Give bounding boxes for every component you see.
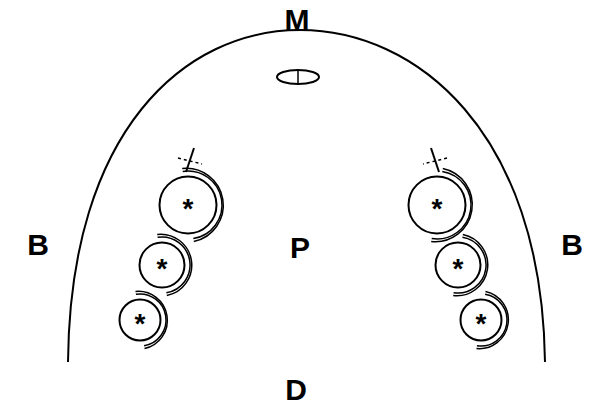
tooth-circle: * — [434, 241, 482, 289]
tooth-circle: * — [158, 175, 218, 235]
direction-label: B — [561, 230, 583, 260]
direction-label: B — [27, 230, 49, 260]
tooth-marker: * — [118, 298, 162, 342]
incision-dash — [423, 158, 447, 164]
direction-label: D — [285, 375, 307, 405]
incision-line — [431, 148, 439, 172]
tooth-marker: * — [158, 175, 218, 235]
flap-lines — [136, 148, 509, 349]
incision-line — [186, 148, 194, 172]
incisive-papilla — [277, 70, 319, 84]
tooth-marker: * — [138, 241, 186, 289]
tooth-circle: * — [407, 175, 467, 235]
tooth-circle: * — [138, 241, 186, 289]
tooth-circle: * — [118, 298, 162, 342]
tooth-marker: * — [434, 241, 482, 289]
direction-label: M — [285, 5, 310, 35]
tooth-marker: * — [407, 175, 467, 235]
midline-mark — [297, 70, 299, 84]
incision-dash — [178, 158, 202, 164]
tooth-marker: * — [459, 298, 503, 342]
tooth-circle: * — [459, 298, 503, 342]
direction-label: P — [290, 233, 310, 263]
arch-outline — [68, 30, 545, 362]
